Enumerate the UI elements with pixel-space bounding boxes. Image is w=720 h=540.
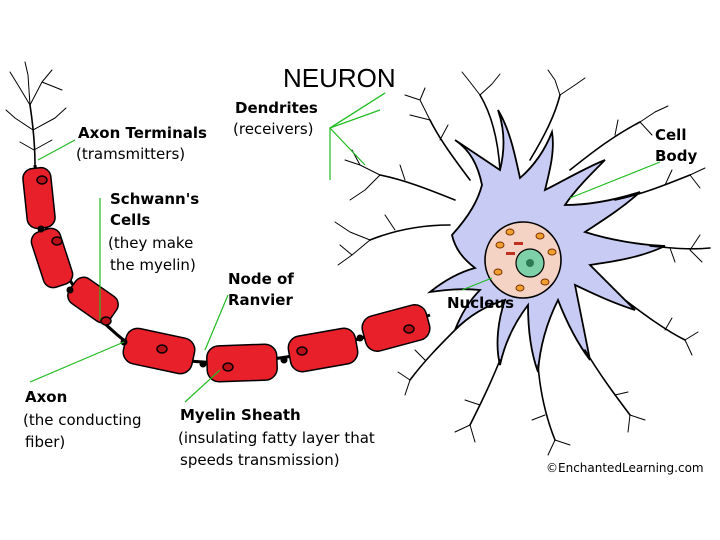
label-dendrites-main: Dendrites — [235, 99, 318, 117]
label-axon-terminals-main: Axon Terminals — [78, 124, 207, 142]
label-schwann-line2: Cells — [110, 211, 150, 229]
myelin-sheath — [22, 166, 431, 383]
label-cell-body: Cell Body — [655, 126, 697, 165]
label-cell-body-line1: Cell — [655, 126, 686, 144]
label-axon-sub2: fiber) — [25, 433, 65, 451]
label-schwann-cells: Schwann's Cells (they make the myelin) — [108, 190, 199, 274]
nodes-of-ranvier — [37, 225, 364, 368]
label-schwann-line4: the myelin) — [110, 256, 196, 274]
label-cell-body-line2: Body — [655, 147, 697, 165]
label-myelin-sub2: speeds transmission) — [180, 451, 340, 469]
label-dendrites: Dendrites (receivers) — [233, 99, 318, 138]
dendrite-branches — [334, 69, 711, 456]
label-schwann-line3: (they make — [108, 234, 193, 252]
label-axon-terminals: Axon Terminals (tramsmitters) — [76, 124, 207, 163]
leader-lines — [29, 92, 661, 403]
label-myelin-main: Myelin Sheath — [180, 406, 301, 424]
label-node-line1: Node of — [228, 270, 294, 288]
label-axon-main: Axon — [25, 388, 67, 406]
axon-terminals — [5, 61, 67, 166]
label-nucleus: Nucleus — [447, 294, 514, 312]
label-node-of-ranvier: Node of Ranvier — [228, 270, 294, 309]
credit-text: ©EnchantedLearning.com — [546, 461, 704, 475]
schwann-cell-nuclei — [36, 175, 415, 372]
label-schwann-line1: Schwann's — [110, 190, 199, 208]
diagram-title: NEURON — [283, 63, 396, 93]
label-axon-sub1: (the conducting — [23, 411, 142, 429]
label-myelin-sheath: Myelin Sheath (insulating fatty layer th… — [178, 406, 375, 469]
label-myelin-sub1: (insulating fatty layer that — [178, 429, 375, 447]
label-dendrites-sub: (receivers) — [233, 120, 314, 138]
label-axon: Axon (the conducting fiber) — [23, 388, 142, 451]
label-node-line2: Ranvier — [228, 291, 293, 309]
nucleus — [484, 221, 562, 299]
label-nucleus-main: Nucleus — [447, 294, 514, 312]
label-axon-terminals-sub: (tramsmitters) — [76, 145, 185, 163]
